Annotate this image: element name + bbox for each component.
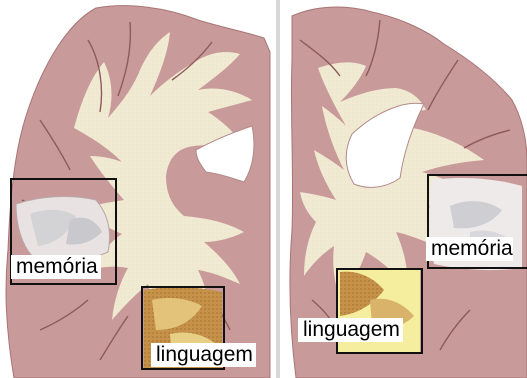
left-memory-region	[16, 197, 110, 262]
left-language-label: linguagem	[151, 343, 256, 367]
right-memory-label: memória	[426, 237, 513, 261]
panel-divider	[276, 0, 280, 378]
left-memory-label: memória	[11, 255, 101, 279]
right-language-label: linguagem	[298, 318, 403, 342]
